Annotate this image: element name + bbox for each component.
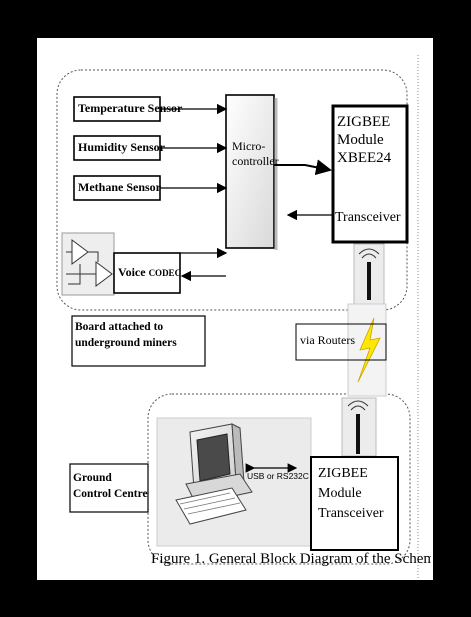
zigbee-bottom-line3: Transceiver	[318, 506, 384, 521]
microcontroller-label-2: controller	[232, 155, 279, 168]
methane-sensor-label: Methane Sensor	[78, 181, 161, 194]
board-label-line1: Board attached to	[75, 321, 163, 334]
humidity-sensor-label: Humidity Sensor	[78, 141, 165, 154]
ground-label-line2: Control Centre	[73, 488, 148, 501]
via-routers-label: via Routers	[300, 334, 355, 347]
zigbee-top-line3: XBEE24	[337, 150, 391, 167]
mcu-to-zigbee-arrow	[274, 165, 330, 170]
zigbee-top-line1: ZIGBEE	[337, 114, 390, 131]
temperature-sensor-label: Temperature Sensor	[78, 102, 182, 115]
microcontroller-label-1: Micro-	[232, 140, 265, 153]
zigbee-top-line2: Module	[337, 132, 384, 149]
zigbee-top-line4: Transceiver	[335, 210, 401, 225]
lightning-panel	[348, 304, 386, 396]
figure-caption: Figure 1. General Block Diagram of the S…	[151, 551, 431, 568]
usb-label: USB or RS232C	[247, 472, 309, 481]
voice-codec-label: Voice CODEC	[118, 266, 181, 279]
codec-label: CODEC	[149, 268, 182, 278]
zigbee-bottom-line2: Module	[318, 486, 362, 501]
codec-graphic	[62, 233, 114, 295]
board-label-line2: underground miners	[75, 337, 177, 350]
zigbee-bottom-line1: ZIGBEE	[318, 466, 368, 481]
ground-label-line1: Ground	[73, 472, 112, 485]
voice-label: Voice	[118, 265, 149, 279]
microcontroller-box	[226, 95, 274, 248]
